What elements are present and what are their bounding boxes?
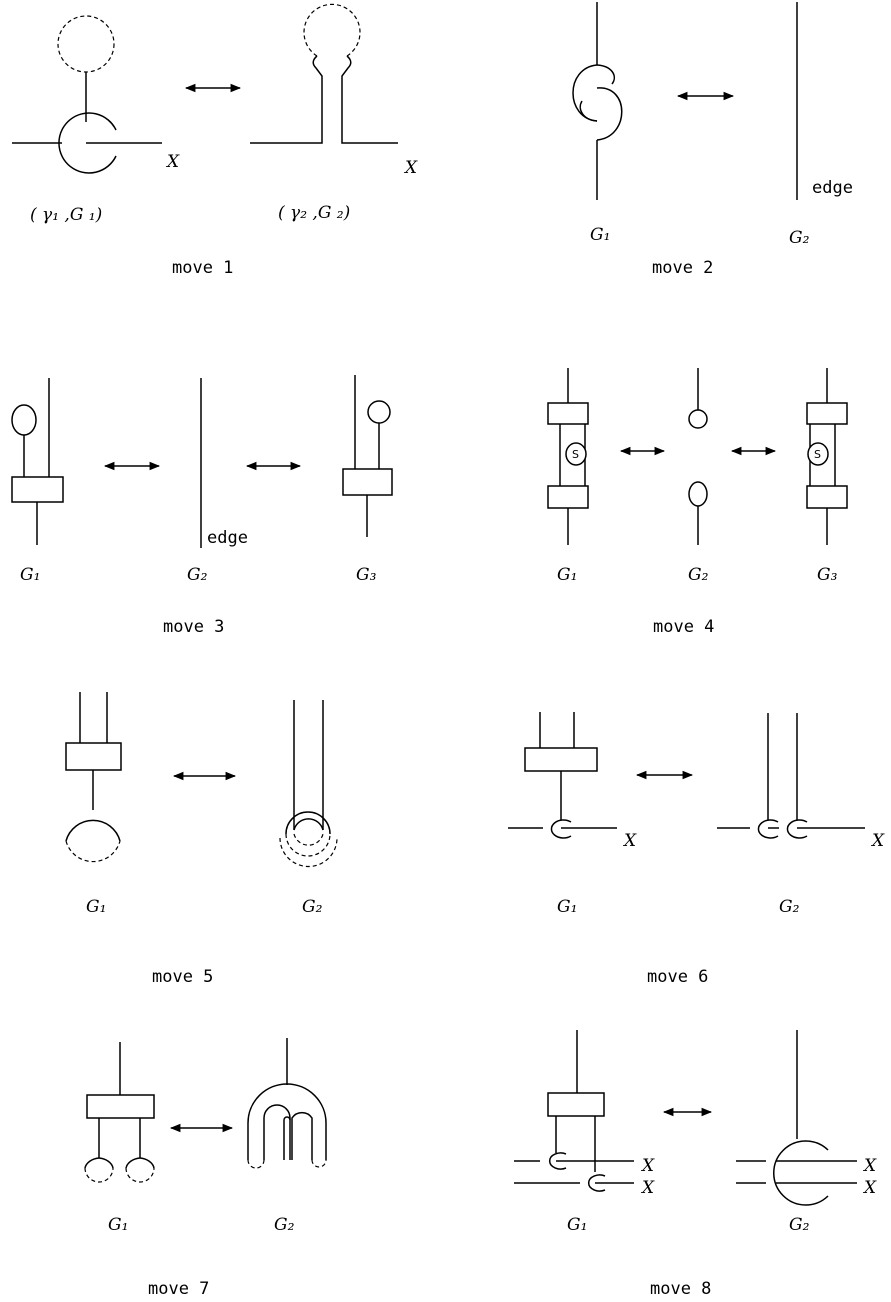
s-label: S — [814, 448, 821, 461]
move-4: S S G₁ G₂ G₃ move 4 — [547, 368, 848, 637]
move-3: edge G₁ G₂ G₃ move 3 — [11, 375, 393, 637]
g3-label: G₃ — [817, 565, 838, 585]
move-1: X ( γ₁ ,G ₁) X ( γ₂ ,G ₂) move 1 — [12, 3, 418, 278]
hopf-link-arc — [572, 64, 598, 122]
g2-label: G₂ — [688, 565, 709, 585]
gamma2-g2-label: ( γ₂ ,G ₂) — [278, 203, 350, 223]
g1-label: G₁ — [86, 897, 106, 917]
x-label: X — [622, 831, 637, 851]
g2-label: G₂ — [789, 1215, 810, 1235]
g1-label: G₁ — [590, 225, 610, 245]
x-label: X — [862, 1178, 877, 1198]
g1-label: G₁ — [557, 897, 577, 917]
move-2-title: move 2 — [652, 258, 713, 278]
x-label: X — [640, 1178, 655, 1198]
x-label: X — [640, 1156, 655, 1176]
move-8: X X X X G₁ G₂ move 8 — [514, 1030, 877, 1299]
x-label: X — [165, 152, 180, 172]
g1-label: G₁ — [20, 565, 40, 585]
g1-label: G₁ — [567, 1215, 587, 1235]
move-7: G₁ G₂ move 7 — [84, 1038, 327, 1299]
coupon-box — [11, 476, 64, 503]
dashed-loop — [57, 15, 115, 73]
g2-label: G₂ — [274, 1215, 295, 1235]
x-label: X — [870, 831, 885, 851]
g3-label: G₃ — [356, 565, 377, 585]
coupon-box — [342, 468, 393, 496]
g2-label: G₂ — [302, 897, 323, 917]
move-6: X X G₁ G₂ move 6 — [508, 712, 885, 987]
g1-label: G₁ — [557, 565, 577, 585]
move-6-title: move 6 — [647, 967, 708, 987]
move-7-title: move 7 — [148, 1279, 209, 1299]
g2-label: G₂ — [789, 228, 810, 248]
clasp-arc — [773, 1140, 829, 1206]
g2-label: G₂ — [779, 897, 800, 917]
g2-label: G₂ — [187, 565, 208, 585]
move-5-title: move 5 — [152, 967, 213, 987]
clasp-arc — [58, 112, 117, 174]
gamma1-g1-label: ( γ₁ ,G ₁) — [30, 205, 102, 225]
move-1-title: move 1 — [172, 258, 233, 278]
s-label: S — [572, 448, 579, 461]
move-4-title: move 4 — [653, 617, 714, 637]
move-8-title: move 8 — [650, 1279, 711, 1299]
dashed-loop — [303, 3, 361, 57]
move-3-title: move 3 — [163, 617, 224, 637]
move-5: G₁ G₂ move 5 — [65, 692, 338, 987]
edge-label: edge — [207, 528, 248, 548]
x-label: X — [403, 158, 418, 178]
move-2: edge G₁ G₂ move 2 — [572, 2, 853, 278]
g1-label: G₁ — [108, 1215, 128, 1235]
x-label: X — [862, 1156, 877, 1176]
edge-label: edge — [812, 178, 853, 198]
